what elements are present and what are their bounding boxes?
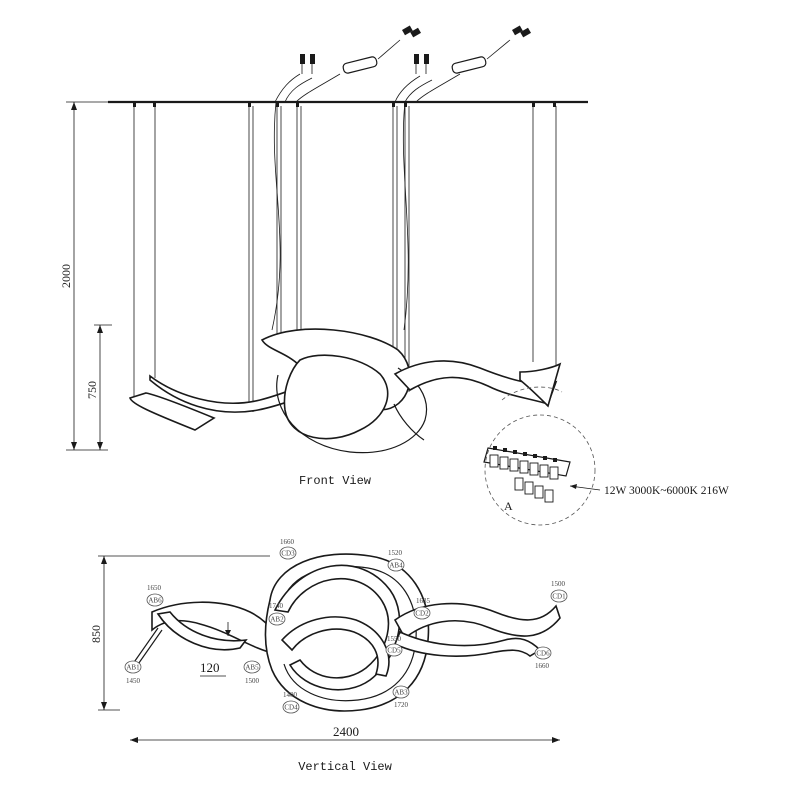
power-drivers (274, 25, 531, 103)
tag-ab5: AB5 1500 (243, 660, 261, 685)
svg-text:AB2: AB2 (270, 616, 284, 624)
tag-ab6: 1650 AB6 (146, 584, 164, 607)
dimension-offset: 120 (200, 622, 231, 677)
svg-text:CD1: CD1 (552, 593, 566, 601)
dimension-850-label: 850 (89, 625, 103, 643)
svg-text:1650: 1650 (147, 584, 162, 592)
svg-text:CD5: CD5 (387, 647, 401, 655)
svg-text:CD6: CD6 (536, 650, 550, 658)
svg-text:1500: 1500 (245, 677, 260, 685)
svg-text:1400: 1400 (283, 691, 298, 699)
svg-text:1660: 1660 (535, 662, 550, 670)
front-ribbons (128, 328, 562, 454)
led-module-detail (483, 446, 571, 503)
dimension-2400-label: 2400 (333, 724, 359, 739)
svg-text:1520: 1520 (388, 549, 403, 557)
dimension-width: 2400 (130, 724, 560, 743)
svg-text:CD2: CD2 (415, 610, 429, 618)
svg-text:CD4: CD4 (284, 704, 298, 712)
tag-cd4: 1400 CD4 (282, 691, 300, 714)
svg-text:1635: 1635 (416, 597, 431, 605)
svg-text:AB4: AB4 (389, 562, 403, 570)
dimension-120-label: 120 (200, 660, 220, 675)
detail-a: 12W 3000K~6000K 216W A (483, 386, 729, 526)
svg-text:1660: 1660 (280, 538, 295, 546)
dimension-depth: 850 (89, 555, 270, 711)
svg-text:1740: 1740 (269, 602, 284, 610)
tag-ab2: 1740 AB2 (268, 602, 286, 626)
front-view: 2000 750 Front View (59, 25, 588, 488)
svg-text:CD3: CD3 (281, 550, 295, 558)
tag-ab3: AB3 1720 (392, 685, 410, 709)
tag-cd3: 1660 CD3 (279, 538, 297, 560)
svg-text:AB5: AB5 (245, 664, 259, 672)
position-tags: AB1 1450 1650 AB6 AB5 1500 1740 AB2 (124, 538, 568, 714)
tag-cd6: CD6 1660 (534, 646, 552, 670)
dimension-2000-label: 2000 (59, 264, 73, 288)
ceiling-mounts (133, 102, 556, 107)
tag-cd1: 1500 CD1 (550, 580, 568, 603)
front-view-title: Front View (299, 474, 372, 488)
svg-text:1550: 1550 (387, 635, 402, 643)
suspension-cables (133, 101, 557, 412)
tag-ab4: 1520 AB4 (387, 549, 405, 572)
svg-text:1720: 1720 (394, 701, 409, 709)
tag-ab1: AB1 1450 (124, 660, 142, 685)
top-ribbons (129, 553, 561, 712)
detail-spec-label: 12W 3000K~6000K 216W (604, 485, 729, 497)
dimension-body-height: 750 (85, 324, 112, 450)
detail-a-label: A (504, 499, 513, 513)
svg-text:AB1: AB1 (126, 664, 140, 672)
svg-text:1450: 1450 (126, 677, 141, 685)
tag-cd2: 1635 CD2 (413, 597, 431, 620)
svg-text:1500: 1500 (551, 580, 566, 588)
vertical-view: 120 AB1 1450 1650 AB6 AB5 1500 (89, 538, 568, 774)
svg-text:AB3: AB3 (394, 689, 408, 697)
svg-text:AB6: AB6 (148, 597, 162, 605)
tag-cd5: 1550 CD5 (385, 635, 403, 657)
dimension-750-label: 750 (85, 381, 99, 399)
dimension-total-height: 2000 (59, 101, 108, 451)
vertical-view-title: Vertical View (298, 760, 392, 774)
